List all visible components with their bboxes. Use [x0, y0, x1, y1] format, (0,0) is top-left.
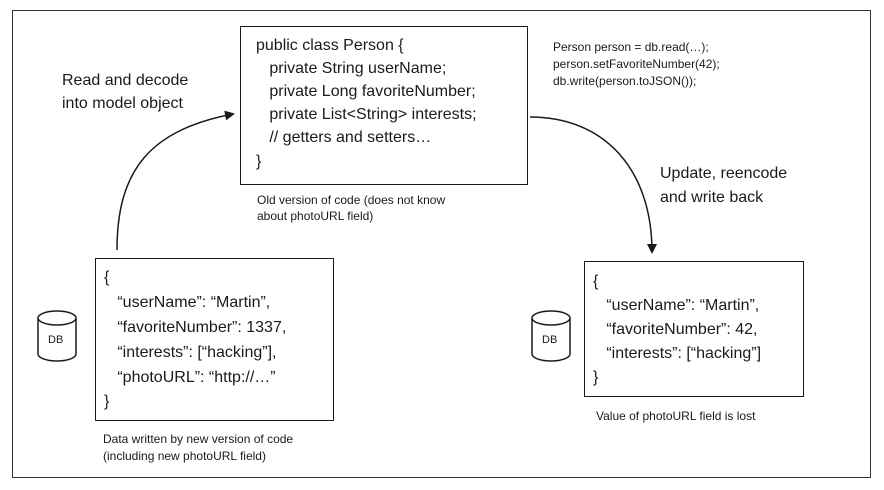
db-cylinder-left	[37, 310, 77, 362]
read-arrow	[116, 110, 235, 251]
left-record-caption-line-2: (including new photoURL field)	[103, 449, 266, 463]
left-record-line-5: “photoURL”: “http://…”	[104, 369, 276, 386]
update-label-line-1: Update, reencode	[660, 165, 788, 182]
class-code-line-1: public class Person {	[256, 37, 404, 54]
left-record-line-1: {	[104, 269, 110, 286]
right-record-line-3: “favoriteNumber”: 42,	[593, 321, 758, 338]
left-record-line-2: “userName”: “Martin”,	[104, 294, 271, 311]
right-record-line-4: “interests”: [“hacking”]	[593, 345, 762, 362]
class-code-line-5: // getters and setters…	[256, 129, 432, 146]
right-record-caption: Value of photoURL field is lost	[596, 409, 756, 423]
right-record-box	[584, 261, 804, 397]
left-record-box	[95, 258, 334, 421]
right-record-line-5: }	[593, 369, 599, 386]
class-code-line-4: private List<String> interests;	[256, 106, 477, 123]
class-code-line-6: }	[256, 153, 262, 170]
left-record-caption-line-1: Data written by new version of code	[103, 432, 294, 446]
diagram-frame	[12, 10, 871, 478]
db-cylinder-right	[531, 310, 571, 362]
left-record-line-4: “interests”: [“hacking”],	[104, 344, 277, 361]
old-code-caption-line-2: about photoURL field)	[257, 209, 374, 223]
class-code-line-2: private String userName;	[256, 60, 447, 77]
update-arrow	[529, 116, 657, 254]
update-label-line-2: and write back	[660, 189, 764, 206]
snippet-line-3: db.write(person.toJSON());	[553, 74, 697, 88]
snippet-line-2: person.setFavoriteNumber(42);	[553, 57, 720, 71]
old-code-caption-line-1: Old version of code (does not know	[257, 193, 446, 207]
right-record-line-1: {	[593, 273, 599, 290]
left-record-line-6: }	[104, 393, 110, 410]
db-label-left: DB	[48, 334, 64, 346]
read-label-line-1: Read and decode	[62, 72, 189, 89]
class-code-line-3: private Long favoriteNumber;	[256, 83, 476, 100]
snippet-line-1: Person person = db.read(…);	[553, 40, 709, 54]
right-record-line-2: “userName”: “Martin”,	[593, 297, 760, 314]
read-label-line-2: into model object	[62, 95, 183, 112]
db-label-right: DB	[542, 334, 558, 346]
class-code-box	[240, 26, 528, 185]
left-record-line-3: “favoriteNumber”: 1337,	[104, 319, 287, 336]
